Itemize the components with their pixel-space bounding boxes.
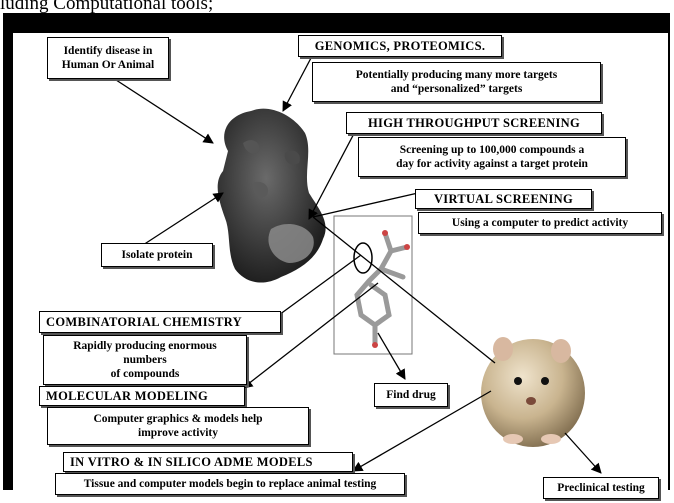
hts-desc-line-1: Screening up to 100,000 compounds a [359, 143, 625, 157]
molecular-modeling-title-box: MOLECULAR MODELING [39, 386, 245, 406]
protein-structure-image [218, 109, 326, 283]
adme-title: IN VITRO & IN SILICO ADME MODELS [70, 455, 352, 469]
combinatorial-desc-box: Rapidly producing enormous numbers of co… [43, 335, 247, 385]
adme-desc: Tissue and computer models begin to repl… [56, 477, 404, 491]
adme-title-box: IN VITRO & IN SILICO ADME MODELS [63, 452, 353, 472]
virtual-screening-title: VIRTUAL SCREENING [416, 192, 591, 206]
combinatorial-title-box: COMBINATORIAL CHEMISTRY [39, 311, 281, 333]
genomics-title: GENOMICS, PROTEOMICS. [299, 39, 501, 53]
drug-molecule-image [357, 233, 407, 343]
isolate-protein-label: Isolate protein [102, 248, 212, 262]
molecular-modeling-desc-line-1: Computer graphics & models help [48, 412, 308, 426]
diagram-canvas: Identify disease in Human Or Animal GENO… [13, 33, 668, 503]
hts-desc-box: Screening up to 100,000 compounds a day … [358, 137, 626, 177]
find-drug-box: Find drug [374, 383, 448, 407]
hamster-image [481, 337, 585, 447]
combinatorial-desc-line-3: of compounds [44, 367, 246, 381]
hts-title: HIGH THROUGHPUT SCREENING [347, 116, 601, 130]
molecular-modeling-title: MOLECULAR MODELING [46, 389, 244, 403]
preclinical-box: Preclinical testing [543, 477, 659, 499]
preclinical-label: Preclinical testing [544, 481, 658, 495]
combinatorial-title: COMBINATORIAL CHEMISTRY [46, 315, 280, 329]
genomics-desc-box: Potentially producing many more targets … [312, 62, 601, 102]
combinatorial-desc-line-1: Rapidly producing enormous [44, 339, 246, 353]
genomics-desc-line-2: and “personalized” targets [313, 82, 600, 96]
genomics-title-box: GENOMICS, PROTEOMICS. [298, 35, 502, 57]
molecular-modeling-desc-box: Computer graphics & models help improve … [47, 407, 309, 445]
identify-disease-line-2: Human Or Animal [48, 58, 168, 72]
virtual-screening-title-box: VIRTUAL SCREENING [415, 189, 592, 209]
identify-disease-line-1: Identify disease in [48, 44, 168, 58]
combinatorial-desc-line-2: numbers [44, 353, 246, 367]
hts-title-box: HIGH THROUGHPUT SCREENING [346, 112, 602, 134]
virtual-screening-desc: Using a computer to predict activity [419, 216, 661, 230]
find-drug-label: Find drug [375, 388, 447, 402]
molecular-modeling-desc-line-2: improve activity [48, 426, 308, 440]
genomics-desc-line-1: Potentially producing many more targets [313, 68, 600, 82]
diagram-frame: Identify disease in Human Or Animal GENO… [3, 13, 670, 490]
identify-disease-box: Identify disease in Human Or Animal [47, 37, 169, 79]
adme-desc-box: Tissue and computer models begin to repl… [55, 473, 405, 495]
isolate-protein-box: Isolate protein [101, 243, 213, 267]
hts-desc-line-2: day for activity against a target protei… [359, 157, 625, 171]
virtual-screening-desc-box: Using a computer to predict activity [418, 212, 662, 234]
